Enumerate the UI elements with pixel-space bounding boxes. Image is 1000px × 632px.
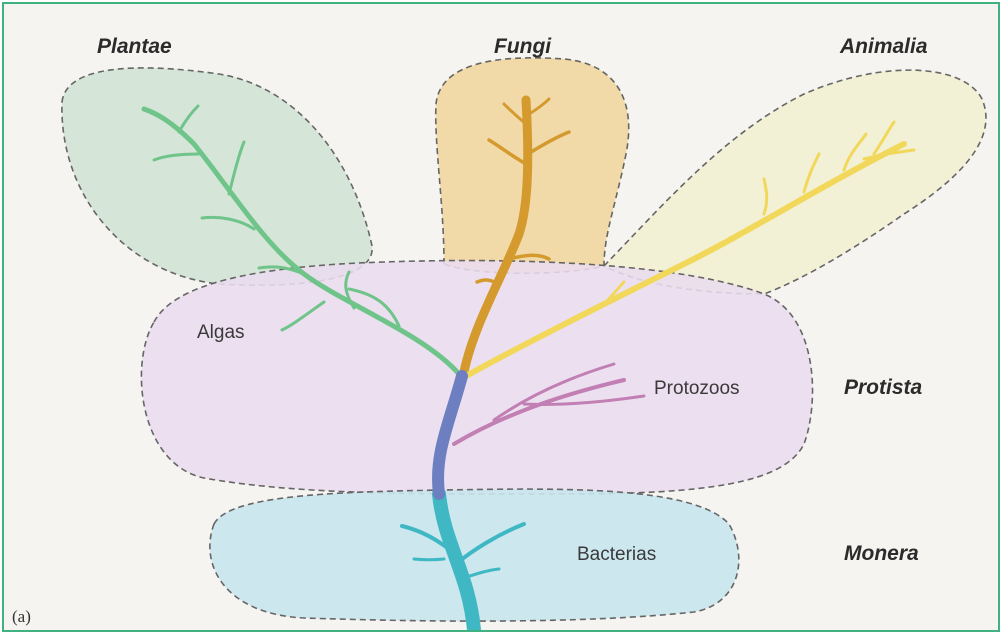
label-algas: Algas	[197, 322, 245, 343]
label-fungi: Fungi	[494, 35, 552, 58]
label-monera: Monera	[844, 542, 919, 565]
panel-label: (a)	[12, 607, 31, 626]
label-bacterias: Bacterias	[577, 544, 656, 565]
animalia-region	[604, 70, 986, 294]
phylogenetic-tree-diagram: Plantae Fungi Animalia Protista Monera A…	[4, 4, 998, 630]
label-animalia: Animalia	[839, 35, 928, 58]
label-protozoos: Protozoos	[654, 378, 740, 399]
fungi-region	[436, 58, 629, 273]
label-plantae: Plantae	[97, 35, 172, 58]
label-protista: Protista	[844, 376, 923, 399]
